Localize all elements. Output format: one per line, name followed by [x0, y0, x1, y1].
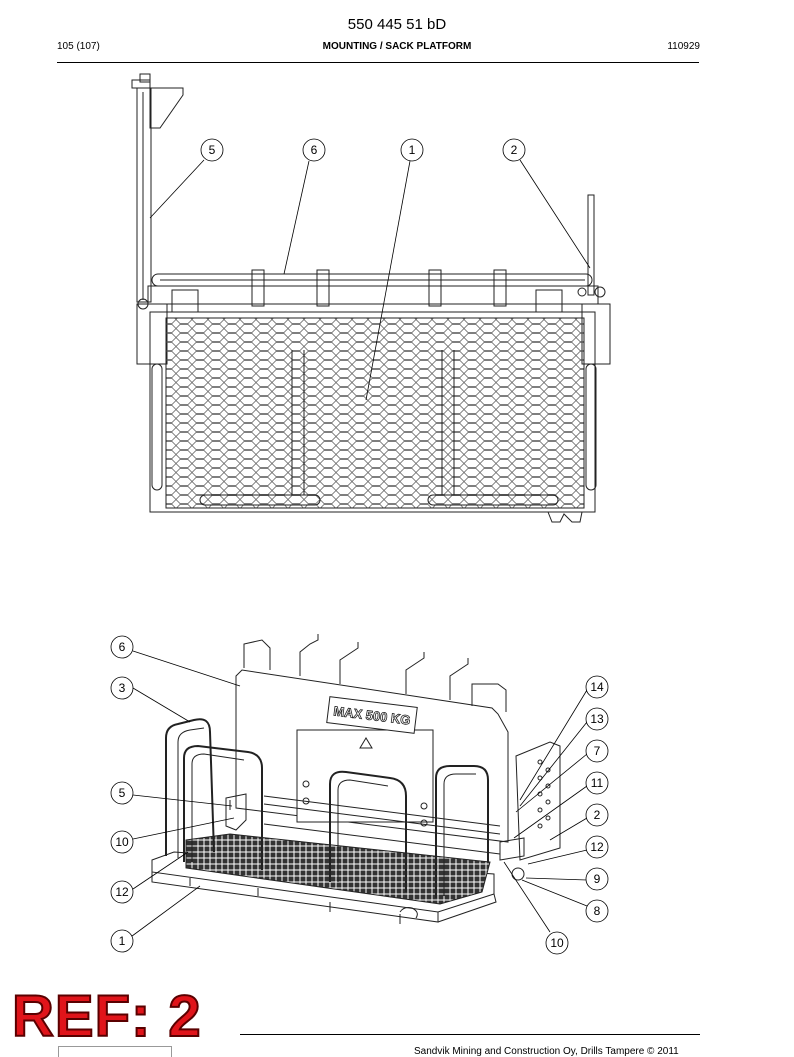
iso-callout-right-2: 7 [594, 744, 601, 758]
footer-rule [240, 1034, 700, 1035]
iso-callout-left-2: 5 [119, 786, 126, 800]
header-rule [57, 62, 699, 63]
top-callout-2: 2 [511, 143, 518, 157]
iso-callout-right-3: 11 [591, 776, 604, 790]
top-view-drawing [131, 73, 611, 523]
footer-logo [58, 1046, 172, 1057]
iso-callout-right-1: 13 [590, 712, 604, 726]
page-title: MOUNTING / SACK PLATFORM [322, 41, 472, 52]
top-callout-6: 6 [311, 143, 318, 157]
iso-callout-right-7: 8 [594, 904, 601, 918]
iso-callout-right-6: 9 [594, 872, 601, 886]
iso-callout-left-0: 6 [119, 640, 126, 654]
document-code: 110929 [667, 41, 700, 52]
footer-copyright: Sandvik Mining and Construction Oy, Dril… [414, 1046, 679, 1057]
page-number: 105 (107) [57, 41, 100, 52]
iso-callout-right-4: 2 [594, 808, 601, 822]
top-callout-1: 1 [409, 143, 416, 157]
iso-callout-right-8: 10 [550, 936, 564, 950]
iso-callout-right-5: 12 [590, 840, 604, 854]
ref-badge: REF: 2 [11, 984, 202, 1049]
top-callout-5: 5 [209, 143, 216, 157]
iso-callout-left-5: 1 [119, 934, 126, 948]
iso-callout-left-1: 3 [119, 681, 126, 695]
platform-label: MAX 500 KG [326, 696, 418, 734]
iso-callout-right-0: 14 [590, 680, 604, 694]
iso-callout-left-3: 10 [115, 835, 129, 849]
document-number: 550 445 51 bD [347, 16, 447, 33]
iso-view-drawing [151, 634, 561, 924]
iso-callout-left-4: 12 [115, 885, 129, 899]
